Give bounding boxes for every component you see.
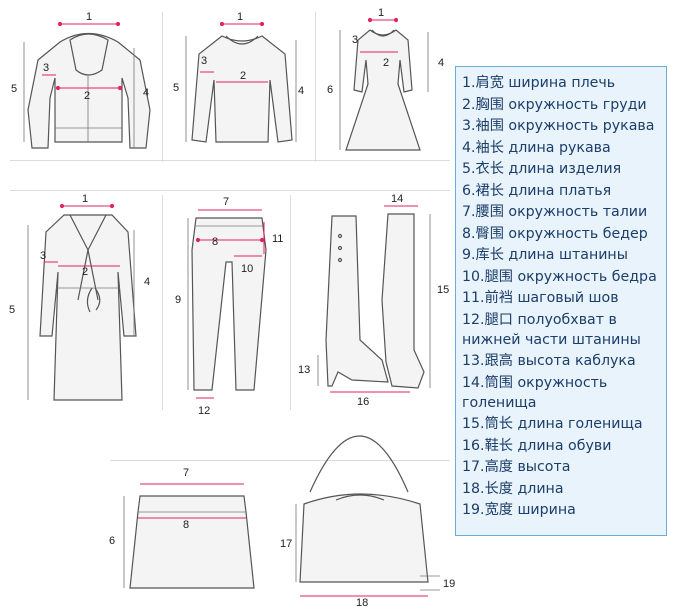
dress-label-4: 4 [438,57,445,69]
legend-item: 2.胸围 окружность груди [462,96,647,113]
legend-item: 18.长度 длина [462,480,564,497]
coat-label-3: 3 [40,250,47,262]
legend-item: 12.腿口 полуобхват в нижней части штанины [462,311,641,348]
skirt-label-8: 8 [183,519,190,531]
col-divider-3 [162,195,163,410]
coat-label-5: 5 [9,304,16,316]
legend-item: 8.臀围 окружность бедер [462,225,648,242]
legend-item: 10.腿围 окружность бедра [462,268,657,285]
legend-item: 19.宽度 ширина [462,502,576,518]
legend-item: 6.裙长 длина платья [462,182,612,199]
sweater-label-3: 3 [201,55,208,67]
legend-item: 15.筒长 длина голенища [462,416,643,432]
boot-label-13: 13 [298,364,311,376]
jacket-label-5: 5 [11,83,18,95]
legend-item: 17.高度 высота [462,459,571,475]
bag-label-19: 19 [443,578,456,590]
dress-label-2: 2 [383,57,390,69]
pants-label-9: 9 [175,294,182,306]
col-divider-2 [315,12,316,162]
boot-label-16: 16 [357,396,370,408]
pants-label-11: 11 [272,233,284,245]
legend-item: 13.跟高 высота каблука [462,353,636,369]
coat-label-2: 2 [82,266,89,278]
pants-label-8: 8 [212,236,219,248]
legend-item: 7.腰围 окружность талии [462,204,648,220]
pants-label-7: 7 [223,196,230,208]
pants-label-10: 10 [241,263,254,275]
boot-label-14: 14 [391,193,404,205]
bottom-row-divider [110,460,450,461]
middle-row-divider [10,190,450,191]
legend-item: 1.肩宽 ширина плечь [462,75,616,91]
col-divider-4 [290,195,291,410]
legend-item: 11.前裆 шаговый шов [462,290,619,306]
dress-label-1: 1 [378,7,385,19]
jacket-label-3: 3 [43,62,50,74]
dress-label-3: 3 [352,34,359,46]
jacket-label-2: 2 [84,90,91,102]
boot-label-15: 15 [437,284,450,296]
top-row-divider [10,160,450,161]
legend-item: 5.衣长 длина изделия [462,161,622,177]
legend-item: 14.筒围 окружность голенища [462,374,608,411]
bag-label-17: 17 [280,538,293,550]
legend-item: 16.鞋长 длина обуви [462,437,612,454]
skirt-label-6: 6 [109,535,116,547]
jacket-label-1: 1 [86,11,93,23]
skirt-label-7: 7 [183,467,190,479]
pants-label-12: 12 [198,405,211,417]
dress-label-6: 6 [327,84,334,96]
coat-label-1: 1 [82,193,89,205]
size-legend-panel: 1.肩宽 ширина плечь 2.胸围 окружность груди … [455,66,667,536]
legend-item: 9.库长 длина штанины [462,247,628,263]
legend-item: 3.袖围 окружность рукава [462,118,655,134]
sweater-label-5: 5 [173,82,180,94]
sweater-label-1: 1 [237,11,244,23]
bag-label-18: 18 [356,597,369,609]
legend-item: 4.袖长 длина рукава [462,139,611,156]
jacket-label-4: 4 [143,87,150,99]
col-divider-1 [162,12,163,162]
coat-label-4: 4 [144,276,151,288]
sweater-label-4: 4 [298,85,305,97]
sweater-label-2: 2 [240,70,247,82]
